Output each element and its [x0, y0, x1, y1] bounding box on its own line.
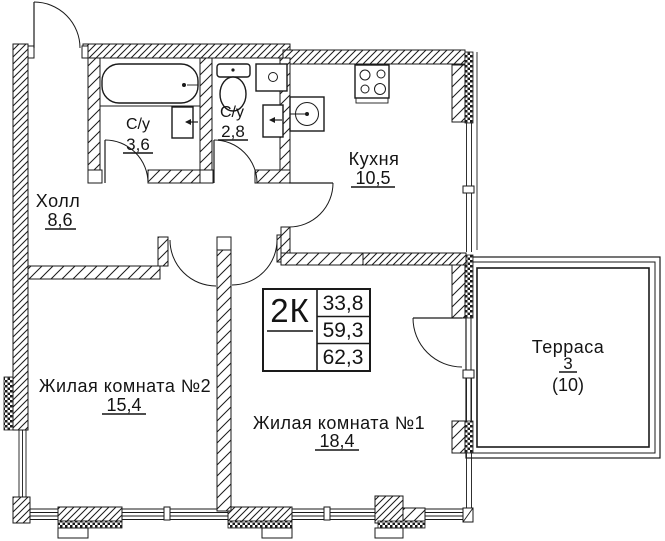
hall-name: Холл — [36, 191, 80, 211]
room-bath1-label: С/у 3,6 — [123, 116, 153, 154]
bath2-name: С/у — [220, 104, 244, 121]
living1-area: 18,4 — [319, 431, 354, 451]
hall-area: 8,6 — [47, 210, 72, 230]
toilet — [216, 63, 251, 112]
sink-cabinet-bath2 — [255, 63, 288, 92]
entrance-door — [33, 1, 81, 49]
washbasin-bath1 — [171, 106, 198, 139]
terrace-area: 3 — [563, 354, 572, 373]
stamp-area-living: 33,8 — [323, 292, 364, 315]
apartment-stamp: 2К 33,8 59,3 62,3 — [262, 288, 371, 372]
living2-name: Жилая комната №2 — [39, 376, 211, 396]
bathtub — [100, 63, 200, 107]
bath1-name: С/у — [126, 116, 150, 133]
exterior-walls — [3, 43, 475, 524]
living1-name: Жилая комната №1 — [253, 413, 425, 433]
bottom-wall-pillars — [57, 495, 426, 539]
kitchen-name: Кухня — [349, 149, 400, 169]
interior-walls — [27, 45, 467, 512]
room-kitchen-label: Кухня 10,5 — [349, 149, 400, 188]
washbasin-bath2 — [262, 104, 284, 138]
stamp-area-total: 62,3 — [323, 346, 364, 369]
stamp-type: 2К — [270, 292, 310, 329]
stamp-area-apartment: 59,3 — [323, 319, 364, 342]
living2-door — [169, 239, 217, 287]
room-living1-label: Жилая комната №1 18,4 — [253, 413, 425, 451]
room-hall-label: Холл 8,6 — [36, 191, 80, 230]
terrace-area-alt: (10) — [552, 375, 584, 395]
living1-door — [231, 239, 278, 286]
room-terrace-label: Терраса 3 (10) — [532, 337, 605, 395]
terrace-outline — [465, 256, 661, 459]
bath2-door — [213, 139, 258, 184]
terrace-name: Терраса — [532, 337, 605, 357]
bath1-area: 3,6 — [126, 135, 150, 154]
kitchen-door — [288, 182, 334, 228]
room-bath2-label: С/у 2,8 — [218, 104, 248, 141]
kitchen-area: 10,5 — [355, 168, 390, 188]
bath2-area: 2,8 — [221, 122, 245, 141]
terrace-door — [412, 317, 463, 368]
room-living2-label: Жилая комната №2 15,4 — [39, 376, 211, 415]
left-window — [18, 430, 27, 497]
stove — [354, 64, 390, 104]
washing-machine — [289, 96, 325, 132]
living2-area: 15,4 — [106, 395, 141, 415]
